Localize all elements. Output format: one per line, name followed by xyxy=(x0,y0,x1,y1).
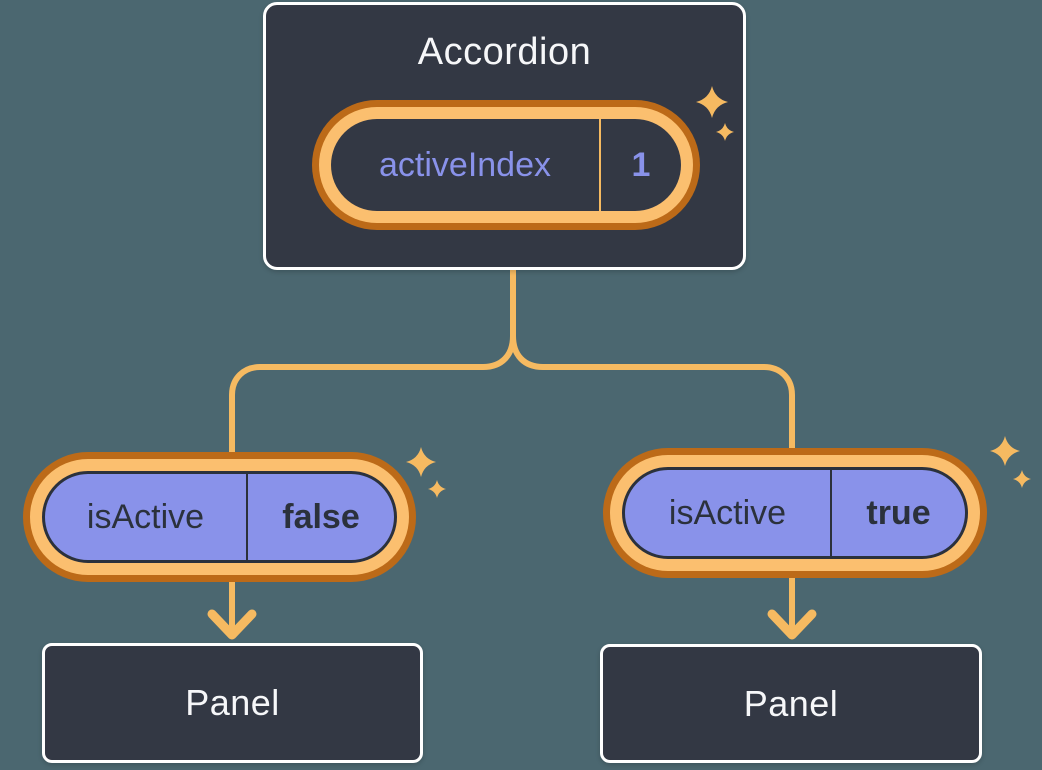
state-name-label: activeIndex xyxy=(379,145,551,184)
prop-value-segment: true xyxy=(832,470,965,556)
prop-name-segment: isActive xyxy=(45,474,246,560)
right-panel-node: Panel xyxy=(600,644,982,763)
sparkle-icon xyxy=(990,436,1020,466)
pill-ring: activeIndex 1 xyxy=(319,107,693,223)
state-value-segment: 1 xyxy=(601,119,681,211)
state-name-segment: activeIndex xyxy=(331,119,599,211)
sparkle-icon xyxy=(1013,470,1031,488)
arrowhead-right xyxy=(767,609,817,640)
prop-name-label: isActive xyxy=(668,493,787,532)
sparkle-icon xyxy=(428,480,446,498)
arrowhead-left xyxy=(207,609,257,640)
right-prop-pill: isActive true xyxy=(603,448,987,578)
prop-value-label: true xyxy=(866,493,931,532)
pill-ring: isActive true xyxy=(610,455,980,571)
left-prop-pill: isActive false xyxy=(23,452,416,582)
pill-body: activeIndex 1 xyxy=(331,119,681,211)
prop-value-label: false xyxy=(282,497,360,536)
prop-name-segment: isActive xyxy=(625,470,830,556)
left-panel-node: Panel xyxy=(42,643,423,763)
pill-body: isActive false xyxy=(42,471,397,563)
pill-divider xyxy=(830,470,832,556)
prop-value-segment: false xyxy=(248,474,394,560)
panel-label: Panel xyxy=(743,682,839,724)
prop-name-label: isActive xyxy=(86,497,205,536)
pill-body: isActive true xyxy=(622,467,968,559)
accordion-node-title: Accordion xyxy=(417,31,592,73)
sparkle-icon xyxy=(406,447,436,477)
panel-label: Panel xyxy=(185,682,280,723)
accordion-state-pill: activeIndex 1 xyxy=(312,100,700,230)
state-value-label: 1 xyxy=(631,145,651,184)
pill-ring: isActive false xyxy=(30,459,409,575)
pill-divider xyxy=(599,119,601,211)
